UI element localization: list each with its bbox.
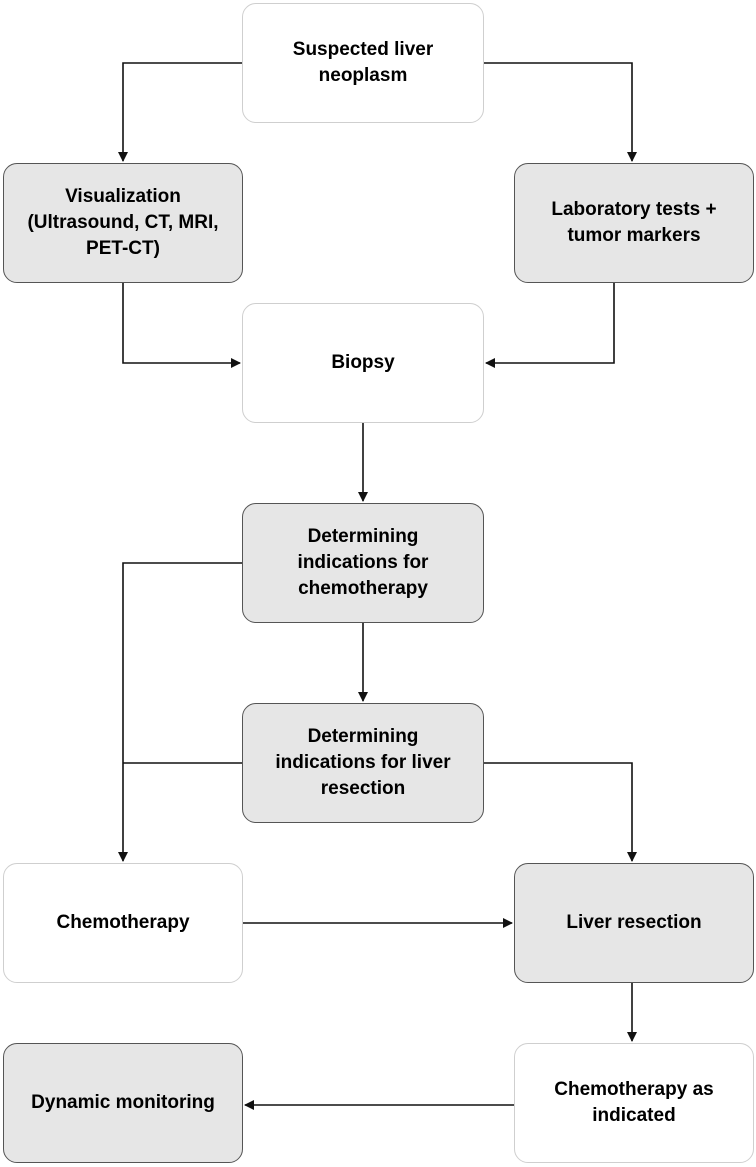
arrow-suspected-to-laboratory bbox=[484, 62, 637, 162]
node-label: Laboratory tests + tumor markers bbox=[551, 199, 717, 246]
node-label: Biopsy bbox=[331, 352, 395, 373]
arrow-resection-indications-to-liver-resection bbox=[484, 762, 637, 862]
node-label: Chemotherapy bbox=[56, 912, 190, 933]
node-label: Chemotherapy as indicated bbox=[554, 1079, 714, 1126]
node-visualization: Visualization (Ultrasound, CT, MRI, PET-… bbox=[3, 163, 243, 283]
node-suspected-liver-neoplasm: Suspected liver neoplasm bbox=[242, 3, 484, 123]
node-label: Determining indications for chemotherapy bbox=[297, 526, 429, 599]
arrow-laboratory-to-biopsy bbox=[485, 283, 615, 368]
node-resection-indications: Determining indications for liver resect… bbox=[242, 703, 484, 823]
node-label: Suspected liver neoplasm bbox=[292, 39, 434, 86]
node-laboratory-tests: Laboratory tests + tumor markers bbox=[514, 163, 754, 283]
node-dynamic-monitoring: Dynamic monitoring bbox=[3, 1043, 243, 1163]
arrow-suspected-to-visualization bbox=[118, 62, 242, 162]
node-chemotherapy-indications: Determining indications for chemotherapy bbox=[242, 503, 484, 623]
arrow-visualization-to-biopsy bbox=[122, 283, 241, 368]
node-label: Liver resection bbox=[566, 912, 702, 933]
node-liver-resection: Liver resection bbox=[514, 863, 754, 983]
node-chemotherapy-as-indicated: Chemotherapy as indicated bbox=[514, 1043, 754, 1163]
node-biopsy: Biopsy bbox=[242, 303, 484, 423]
arrow-chemo-indications-to-chemotherapy bbox=[118, 562, 242, 862]
node-label: Visualization (Ultrasound, CT, MRI, PET-… bbox=[27, 186, 219, 259]
node-chemotherapy: Chemotherapy bbox=[3, 863, 243, 983]
node-label: Determining indications for liver resect… bbox=[275, 726, 451, 799]
node-label: Dynamic monitoring bbox=[31, 1092, 215, 1113]
